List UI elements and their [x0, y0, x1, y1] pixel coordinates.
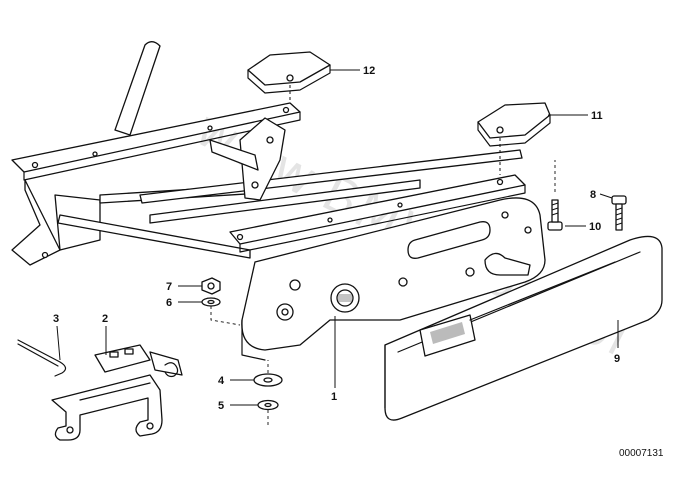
leader-lines	[56, 69, 619, 406]
callout-7: 7	[166, 281, 172, 293]
callout-11: 11	[591, 110, 603, 122]
part-7-nut	[201, 277, 221, 295]
part-5-washer	[257, 399, 279, 425]
callout-8: 8	[590, 189, 596, 201]
part-9-trim-cover	[384, 235, 663, 421]
callout-5: 5	[218, 400, 224, 412]
part-2-latch	[51, 344, 183, 441]
part-11-bracket	[477, 102, 551, 175]
seat-frame	[11, 41, 546, 361]
callout-12: 12	[363, 65, 375, 77]
callout-4: 4	[218, 375, 225, 387]
part-6-washer	[201, 297, 241, 326]
callout-6: 6	[166, 297, 172, 309]
part-4-washer	[253, 360, 283, 387]
callout-2: 2	[102, 313, 108, 325]
callout-9: 9	[614, 353, 620, 365]
callout-10: 10	[589, 221, 601, 233]
drawing-number: 00007131	[619, 448, 664, 459]
callout-3: 3	[53, 313, 59, 325]
part-10-screw	[547, 160, 563, 231]
callout-1: 1	[331, 391, 337, 403]
part-8-screw	[611, 195, 627, 231]
part-12-bracket	[247, 51, 331, 102]
part-3-spring-wire	[17, 339, 67, 377]
